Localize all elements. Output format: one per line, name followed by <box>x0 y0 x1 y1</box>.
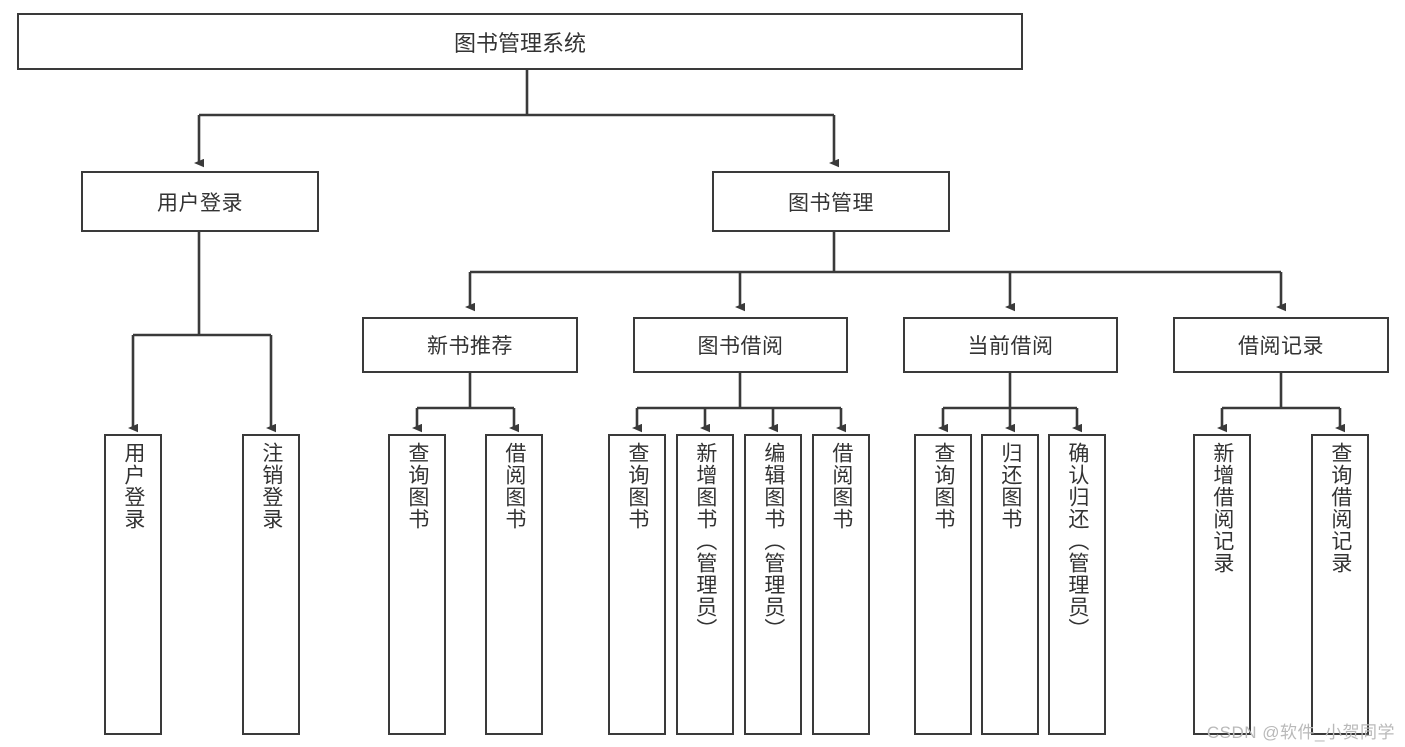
leaf-borrow-book-1[interactable]: 借阅图书 <box>485 434 543 735</box>
leaf-user-login[interactable]: 用户登录 <box>104 434 162 735</box>
leaf-borrow-book-2-label: 借阅图书 <box>829 442 853 530</box>
node-book-manage-label: 图书管理 <box>788 191 874 215</box>
leaf-edit-book[interactable]: 编辑图书（管理员） <box>744 434 802 735</box>
leaf-query-book-2[interactable]: 查询图书 <box>608 434 666 735</box>
node-book-manage[interactable]: 图书管理 <box>712 171 950 232</box>
node-current-borrow[interactable]: 当前借阅 <box>903 317 1118 373</box>
leaf-query-record-label: 查询借阅记录 <box>1328 442 1352 574</box>
node-current-borrow-label: 当前借阅 <box>967 335 1054 358</box>
node-borrow-record-label: 借阅记录 <box>1238 335 1324 358</box>
node-new-book-recommend[interactable]: 新书推荐 <box>362 317 578 373</box>
leaf-add-book[interactable]: 新增图书（管理员） <box>676 434 734 735</box>
leaf-add-book-label: 新增图书（管理员） <box>693 442 717 640</box>
leaf-query-book-3-label: 查询图书 <box>931 442 955 530</box>
node-borrow-record[interactable]: 借阅记录 <box>1173 317 1389 373</box>
leaf-query-book-2-label: 查询图书 <box>625 442 649 530</box>
leaf-borrow-book-1-label: 借阅图书 <box>502 442 526 530</box>
node-root-label: 图书管理系统 <box>453 30 586 56</box>
leaf-return-book-label: 归还图书 <box>998 442 1022 530</box>
leaf-confirm-return[interactable]: 确认归还（管理员） <box>1048 434 1106 735</box>
leaf-query-book-3[interactable]: 查询图书 <box>914 434 972 735</box>
leaf-borrow-book-2[interactable]: 借阅图书 <box>812 434 870 735</box>
leaf-user-logout[interactable]: 注销登录 <box>242 434 300 735</box>
leaf-query-record[interactable]: 查询借阅记录 <box>1311 434 1369 735</box>
leaf-user-login-label: 用户登录 <box>121 442 145 530</box>
leaf-add-record[interactable]: 新增借阅记录 <box>1193 434 1251 735</box>
leaf-user-logout-label: 注销登录 <box>259 442 283 530</box>
node-root[interactable]: 图书管理系统 <box>17 13 1023 70</box>
node-book-borrow[interactable]: 图书借阅 <box>633 317 848 373</box>
watermark: CSDN @软件_小贺同学 <box>1206 723 1395 742</box>
node-user-login[interactable]: 用户登录 <box>81 171 319 232</box>
leaf-return-book[interactable]: 归还图书 <box>981 434 1039 735</box>
leaf-edit-book-label: 编辑图书（管理员） <box>761 442 785 640</box>
node-book-borrow-label: 图书借阅 <box>697 335 784 358</box>
leaf-query-book-1[interactable]: 查询图书 <box>388 434 446 735</box>
node-new-book-recommend-label: 新书推荐 <box>427 335 513 358</box>
leaf-confirm-return-label: 确认归还（管理员） <box>1065 442 1089 640</box>
node-user-login-label: 用户登录 <box>157 191 243 215</box>
leaf-add-record-label: 新增借阅记录 <box>1210 442 1234 574</box>
leaf-query-book-1-label: 查询图书 <box>405 442 429 530</box>
